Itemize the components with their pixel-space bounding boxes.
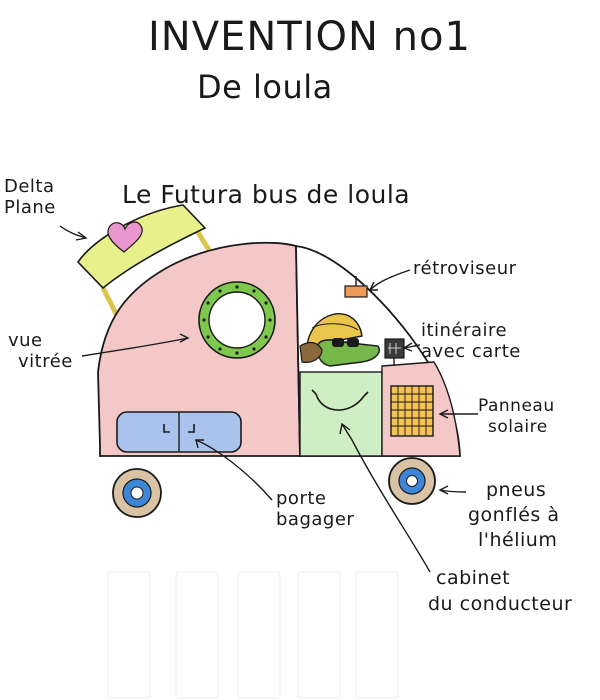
label-retroviseur: rétroviseur [413, 258, 517, 279]
label-itineraire: itinéraire avec carte [421, 320, 521, 362]
solar-panel [390, 385, 434, 437]
heart-icon [107, 221, 143, 253]
faint-background-marks [107, 571, 399, 699]
label-vue-vitree: vue vitrée [8, 330, 73, 372]
label-pneus: pneus gonflés à l'hélium [468, 479, 560, 551]
rearview-mirror [344, 285, 368, 298]
rear-wheel [112, 468, 162, 518]
author-subtitle: De loula [197, 68, 333, 106]
label-porte-bagages: porte bagager [276, 488, 355, 530]
front-wheel [388, 457, 436, 505]
driver-character [299, 313, 380, 367]
label-delta-plane: Delta Plane [4, 176, 56, 218]
cabin-smile-icon [315, 393, 365, 411]
luggage-compartment [116, 411, 242, 453]
driver-cabin [299, 371, 383, 457]
label-panneau-solaire: Panneau solaire [478, 396, 555, 437]
delta-plane-umbrella [76, 204, 212, 339]
map-screen [384, 338, 405, 366]
annotation-arrows [59, 225, 479, 573]
label-cabinet-conducteur: cabinet du conducteur [428, 567, 573, 615]
bus-name-heading: Le Futura bus de loula [122, 180, 411, 209]
invention-title: INVENTION no1 [148, 14, 471, 60]
porthole-window [198, 281, 276, 359]
